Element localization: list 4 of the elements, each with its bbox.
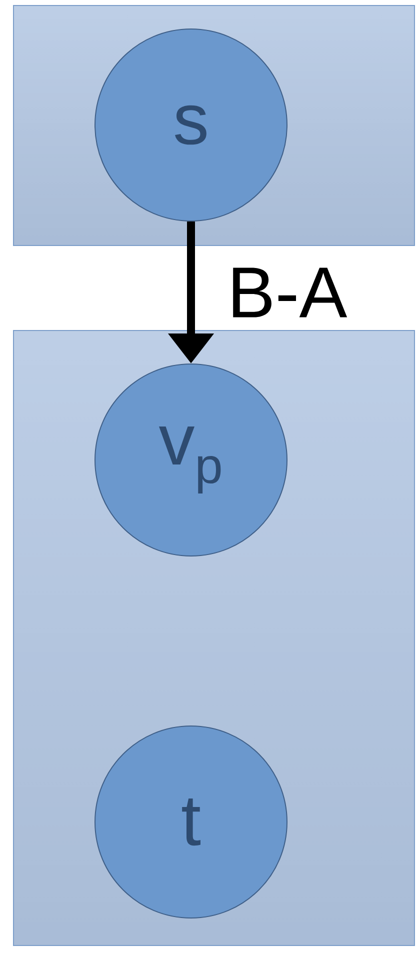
circle-node: s <box>94 28 288 222</box>
edge-label: B-A <box>233 268 348 318</box>
circle-node: v$_{p}$ <box>94 364 288 556</box>
circle-node: t <box>94 726 288 918</box>
